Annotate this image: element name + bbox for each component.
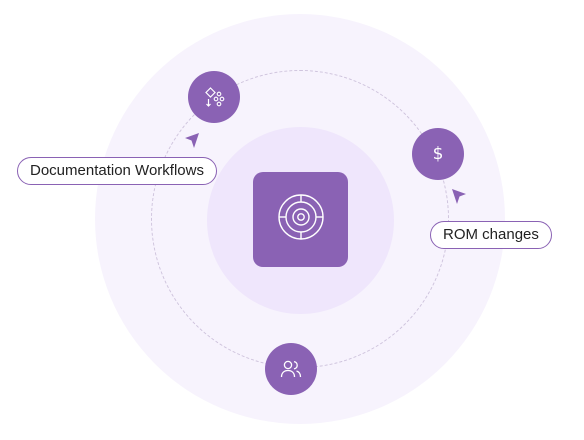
target-icon	[276, 192, 326, 247]
center-tile	[253, 172, 348, 267]
cost-node: $	[412, 128, 464, 180]
users-icon	[279, 357, 303, 381]
cursor-arrow-icon	[184, 132, 200, 149]
workflow-node	[188, 71, 240, 123]
rom-changes-label: ROM changes	[430, 221, 552, 249]
cursor-arrow-icon	[451, 188, 467, 205]
shapes-sort-icon	[202, 85, 226, 109]
dollar-icon: $	[432, 143, 444, 164]
team-node	[265, 343, 317, 395]
documentation-workflows-label: Documentation Workflows	[17, 157, 217, 185]
